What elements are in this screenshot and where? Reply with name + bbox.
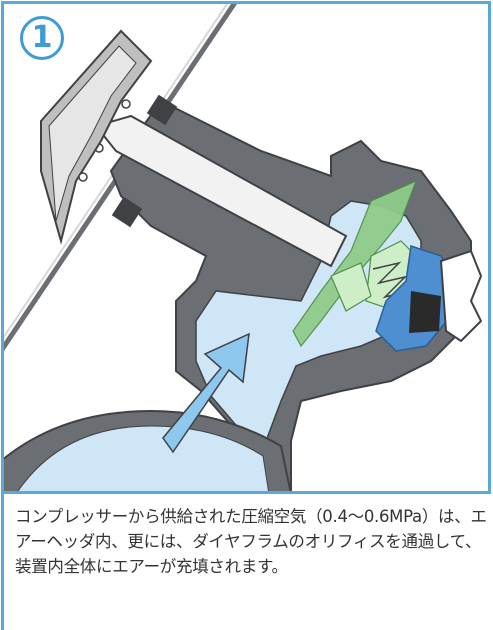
mounting-flange: [40, 29, 178, 245]
diagram-frame: 1: [1, 1, 491, 491]
caption-box: コンプレッサーから供給された圧縮空気（0.4〜0.6MPa）は、エアーヘッダ内、…: [1, 491, 491, 630]
valve-cross-section-diagram: [4, 4, 483, 491]
caption-text: コンプレッサーから供給された圧縮空気（0.4〜0.6MPa）は、エアーヘッダ内、…: [15, 507, 487, 576]
step-number-badge: 1: [20, 16, 64, 60]
valve-plug: [375, 245, 483, 352]
arrow-icon: [162, 332, 250, 454]
